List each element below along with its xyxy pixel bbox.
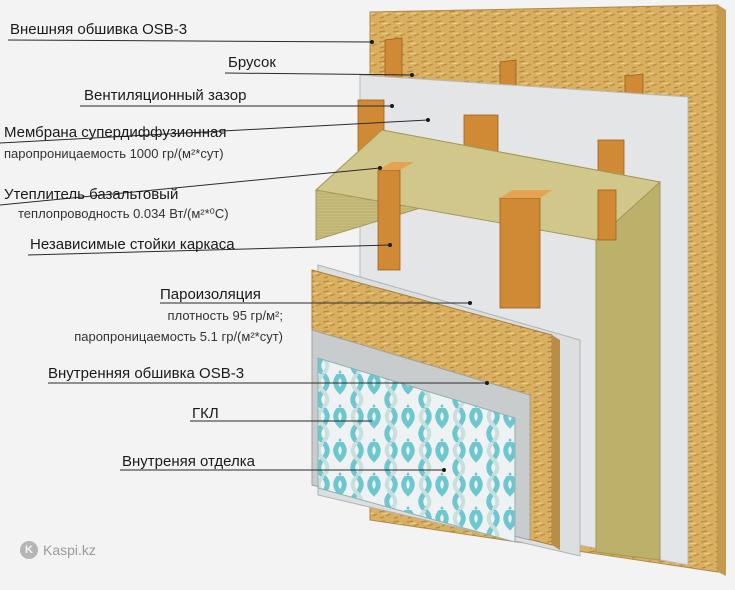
label-finish: Внутреняя отделка (122, 453, 256, 470)
leader-membrane (0, 119, 429, 144)
label-insulation: Утеплитель базальтовый (4, 186, 179, 203)
leader-outer-osb (7, 39, 373, 43)
label-vent-gap: Вентиляционный зазор (84, 87, 247, 104)
label-outer-osb: Внешняя обшивка OSB-3 (10, 21, 188, 38)
label-vapor-note-1: плотность 95 гр/м²; (167, 308, 283, 323)
label-gkl: ГКЛ (192, 405, 219, 422)
stud-1-top (378, 162, 414, 170)
leader-bar (224, 72, 413, 76)
outer-osb-edge (718, 5, 726, 576)
kaspi-watermark: K Kaspi.kz (20, 541, 96, 559)
leader-lines (0, 39, 487, 471)
leader-dots (370, 40, 489, 472)
label-membrane-note: паропроницаемость 1000 гр/(м²*сут) (4, 146, 224, 161)
label-membrane: Мембрана супердиффузионная (4, 124, 227, 141)
leader-studs (27, 244, 391, 256)
kaspi-logo-icon: K (20, 541, 38, 559)
inner-osb-edge (552, 335, 560, 550)
label-inner-osb: Внутренняя обшивка OSB-3 (48, 365, 245, 382)
stud-2-top (500, 190, 552, 198)
stud-3 (597, 189, 617, 241)
label-insulation-note: теплопроводность 0.034 Вт/(м²*⁰С) (18, 206, 229, 221)
label-vapor-note-2: паропроницаемость 5.1 гр/(м²*сут) (74, 329, 283, 344)
batten-1 (384, 37, 403, 83)
label-vapor-barrier: Пароизоляция (160, 286, 261, 303)
stud-2 (499, 197, 541, 309)
interior-finish (317, 357, 516, 543)
leader-insulation (0, 167, 381, 206)
label-bar: Брусок (228, 54, 276, 71)
stud-1 (377, 169, 401, 271)
label-studs: Независимые стойки каркаса (30, 236, 235, 253)
watermark-text: Kaspi.kz (43, 542, 96, 558)
